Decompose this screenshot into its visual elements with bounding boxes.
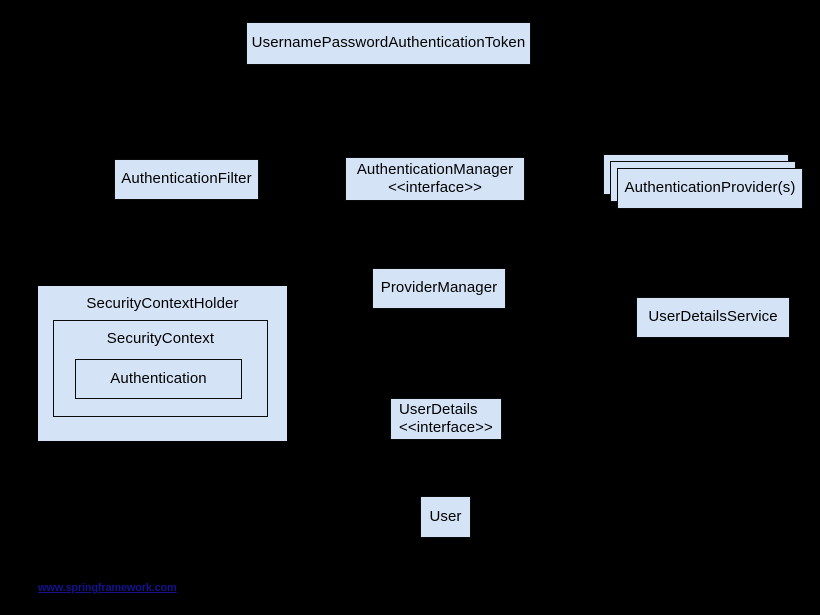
node-username-password-authentication-token[interactable]: UsernamePasswordAuthenticationToken xyxy=(246,22,531,65)
node-provider-manager[interactable]: ProviderManager xyxy=(372,268,506,309)
node-label: UserDetails <<interface>> xyxy=(399,400,493,436)
node-label: ProviderManager xyxy=(380,279,498,297)
node-label: User xyxy=(429,507,462,525)
node-label: Authentication xyxy=(110,369,207,387)
node-user[interactable]: User xyxy=(420,496,471,538)
node-label: AuthenticationProvider(s) xyxy=(624,179,796,197)
node-user-details-service[interactable]: UserDetailsService xyxy=(636,297,790,338)
node-authentication[interactable]: Authentication xyxy=(75,359,242,399)
node-label: AuthenticationFilter xyxy=(121,170,252,188)
node-label: UserDetailsService xyxy=(648,308,778,326)
node-authentication-filter[interactable]: AuthenticationFilter xyxy=(114,159,259,200)
node-user-details[interactable]: UserDetails <<interface>> xyxy=(390,398,502,440)
footer-website-link[interactable]: www.springframework.com xyxy=(38,582,177,594)
node-label: AuthenticationManager <<interface>> xyxy=(356,160,514,196)
node-authentication-manager[interactable]: AuthenticationManager <<interface>> xyxy=(345,157,525,201)
node-label: SecurityContext xyxy=(106,330,215,347)
node-label: SecurityContextHolder xyxy=(86,295,239,312)
node-authentication-providers[interactable]: AuthenticationProvider(s) xyxy=(617,168,803,209)
node-label: UsernamePasswordAuthenticationToken xyxy=(251,34,526,52)
